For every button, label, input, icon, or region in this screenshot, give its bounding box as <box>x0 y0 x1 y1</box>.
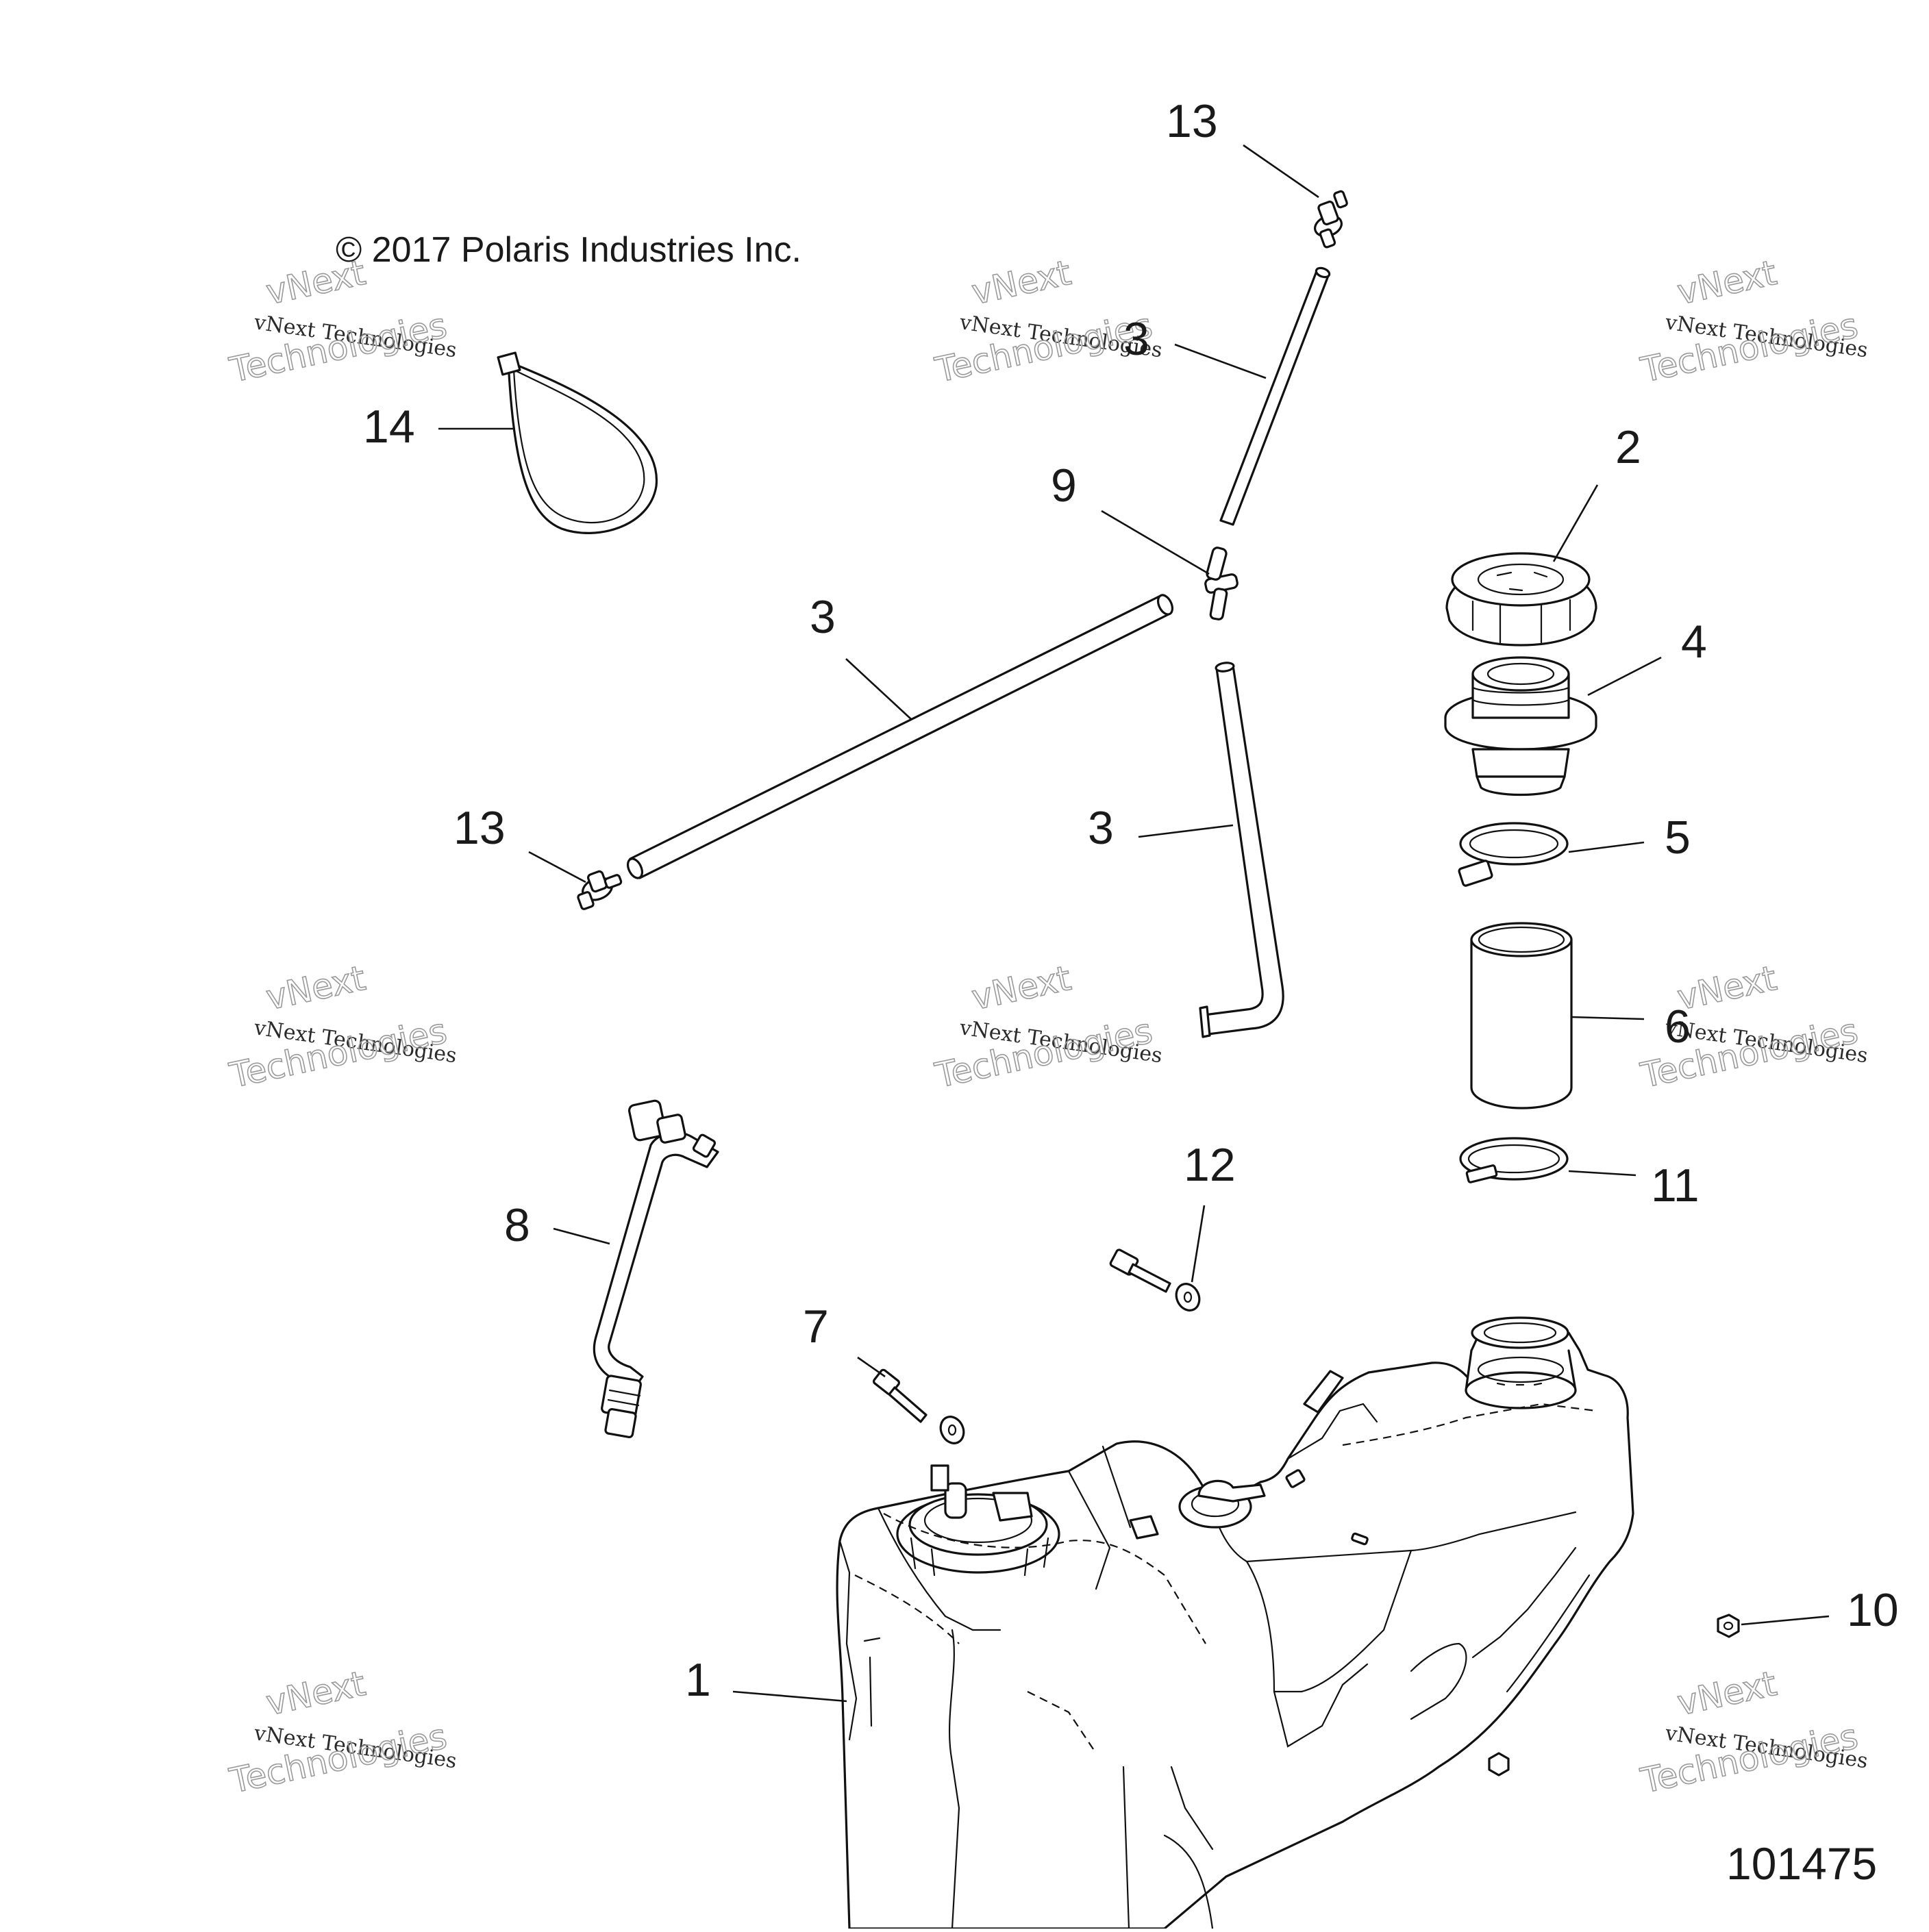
callout-3-bent: 3 <box>1088 802 1114 854</box>
callout-8: 8 <box>504 1199 530 1251</box>
watermark: vNext Technologies Technologies vNext <box>225 252 458 390</box>
nut-part[interactable] <box>1717 1614 1740 1638</box>
callout-9: 9 <box>1051 460 1077 512</box>
bolt-7-part[interactable] <box>873 1368 968 1447</box>
leader-line <box>1571 1016 1645 1020</box>
vent-valve-top-part[interactable] <box>1312 190 1348 249</box>
bolt-12-part[interactable] <box>1109 1249 1204 1314</box>
leader-line <box>1174 343 1267 379</box>
leader-line <box>1101 510 1210 575</box>
watermark: vNext Technologies Technologies vNext <box>1636 252 1869 390</box>
leader-line <box>528 851 586 883</box>
tee-fitting-part[interactable] <box>1204 547 1239 620</box>
vent-hose-bent-part[interactable] <box>1199 662 1284 1038</box>
filler-hose-part[interactable] <box>1470 922 1573 1109</box>
cable-tie-part[interactable] <box>497 351 658 534</box>
callout-1: 1 <box>685 1654 711 1706</box>
copyright-text: © 2017 Polaris Industries Inc. <box>336 230 801 270</box>
svg-text:vNext: vNext <box>969 253 1075 312</box>
svg-text:vNext: vNext <box>1674 253 1780 312</box>
svg-text:vNext: vNext <box>263 958 369 1018</box>
leader-line <box>1568 1170 1636 1177</box>
filler-neck-part[interactable] <box>1444 656 1597 796</box>
hose-clamp-lower-part[interactable] <box>1459 1137 1569 1183</box>
callout-6: 6 <box>1665 1001 1691 1053</box>
fuel-cap-part[interactable] <box>1445 552 1597 647</box>
hose-clamp-upper-part[interactable] <box>1458 822 1569 887</box>
svg-text:vNext: vNext <box>1674 1664 1780 1723</box>
svg-text:vNext: vNext <box>969 958 1075 1018</box>
callout-3-upper: 3 <box>1123 313 1149 365</box>
callout-12: 12 <box>1184 1139 1236 1191</box>
vent-valve-left-part[interactable] <box>577 870 623 910</box>
leader-line <box>553 1227 610 1245</box>
callout-11: 11 <box>1651 1159 1700 1212</box>
callout-3-long: 3 <box>810 591 836 643</box>
callout-7: 7 <box>803 1301 829 1353</box>
callout-13-top: 13 <box>1166 95 1218 147</box>
callout-14: 14 <box>363 401 415 453</box>
watermark: vNext Technologies Technologies vNext <box>931 957 1164 1096</box>
vent-hose-upper-part[interactable] <box>1219 266 1331 526</box>
leader-line <box>732 1690 847 1703</box>
leader-line <box>1552 484 1599 562</box>
watermark: vNext Technologies Technologies vNext <box>1636 1663 1869 1801</box>
vent-hose-long-part[interactable] <box>625 593 1175 881</box>
leader-line <box>1138 824 1234 838</box>
diagram-id: 101475 <box>1726 1838 1877 1889</box>
leader-line <box>1191 1205 1206 1283</box>
callout-13-left: 13 <box>453 802 506 854</box>
callout-4: 4 <box>1681 616 1707 668</box>
leader-line <box>1243 144 1319 199</box>
svg-text:vNext: vNext <box>263 1664 369 1723</box>
fuel-line-part[interactable] <box>593 1099 719 1439</box>
leader-line <box>845 658 912 720</box>
watermark: vNext Technologies Technologies vNext <box>225 957 458 1096</box>
leader-line <box>1587 656 1662 697</box>
callout-2: 2 <box>1615 421 1641 473</box>
leader-line <box>1568 841 1645 853</box>
leader-line <box>1741 1615 1830 1626</box>
callout-5: 5 <box>1665 812 1691 864</box>
svg-text:vNext: vNext <box>263 253 369 312</box>
fuel-tank-part[interactable] <box>836 1316 1634 1930</box>
watermark: vNext Technologies Technologies vNext <box>225 1663 458 1801</box>
callout-10: 10 <box>1847 1584 1899 1636</box>
leader-line <box>857 1356 886 1378</box>
